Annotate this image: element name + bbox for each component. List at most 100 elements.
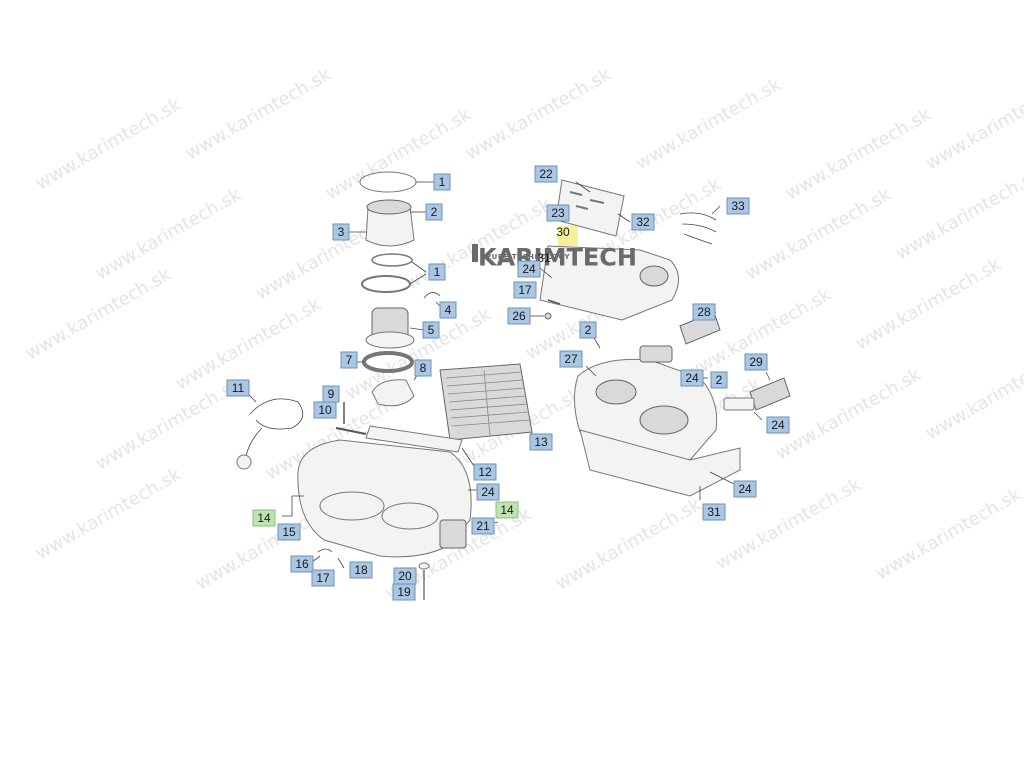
callout-number: 23 — [551, 206, 565, 220]
callout-number: 10 — [318, 403, 332, 417]
callout-number: 13 — [534, 435, 548, 449]
callout-number: 1 — [439, 175, 446, 189]
watermark-text: www.karimtech.sk — [552, 494, 705, 595]
callout-number: 9 — [328, 387, 335, 401]
callout-number: 12 — [478, 465, 492, 479]
flat-filter-pleats — [445, 369, 531, 437]
left-assembly — [236, 171, 533, 600]
callout-number: 26 — [512, 309, 526, 323]
callout-number: 19 — [397, 585, 411, 599]
screw-head — [544, 312, 552, 320]
callout-number: 24 — [771, 418, 785, 432]
watermark-text: www.karimtech.sk — [772, 364, 925, 465]
watermark-text: www.karimtech.sk — [922, 74, 1024, 175]
callout-number: 22 — [539, 167, 553, 181]
watermark-text: www.karimtech.sk — [742, 184, 895, 285]
callout-box — [332, 223, 350, 241]
callout-box — [277, 523, 301, 541]
power-cable — [245, 398, 304, 457]
callout-number: 17 — [316, 571, 330, 585]
motor-base — [365, 331, 415, 349]
callout-c33: 33 — [726, 197, 750, 215]
callout-c13: 13 — [529, 433, 553, 451]
wiring-harness — [679, 212, 717, 245]
callout-c24e: 24 — [733, 480, 757, 498]
spring-clip — [317, 548, 333, 553]
callout-c23: 23 — [546, 204, 570, 222]
motor-cable — [423, 292, 441, 299]
housing-cavity — [381, 502, 439, 530]
callout-c31a: 31 — [537, 251, 551, 265]
callout-c12: 12 — [473, 463, 497, 481]
callout-c24b: 24 — [517, 260, 541, 278]
callout-box — [513, 281, 537, 299]
side-panel — [439, 519, 467, 549]
upper-frame-opening — [639, 265, 669, 287]
washer — [418, 562, 430, 570]
callout-number: 32 — [636, 215, 650, 229]
callout-c30: 30 — [556, 225, 570, 239]
board-components — [569, 191, 605, 210]
callout-box — [313, 401, 337, 419]
callout-box — [495, 501, 519, 519]
watermark-text: www.karimtech.sk — [922, 344, 1024, 445]
callout-c29: 29 — [744, 353, 768, 371]
callout-number: 15 — [282, 525, 296, 539]
watermark-text: www.karimtech.sk — [462, 64, 615, 165]
callout-box — [517, 260, 541, 278]
callout-number: 5 — [428, 323, 435, 337]
callout-c5: 5 — [422, 321, 440, 339]
callout-c4: 4 — [439, 301, 457, 319]
callout-box — [744, 353, 768, 371]
callout-number: 18 — [354, 563, 368, 577]
callout-c31b: 31 — [702, 503, 726, 521]
watermark-text: www.karimtech.sk — [172, 294, 325, 395]
callout-number: 2 — [431, 205, 438, 219]
callout-number: 2 — [585, 323, 592, 337]
callout-box — [425, 203, 443, 221]
callout-number: 28 — [697, 305, 711, 319]
brand-logo: KARIMTECH PURE TECHNOLOGY — [472, 226, 637, 272]
callout-number: 3 — [338, 225, 345, 239]
callout-number: 24 — [481, 485, 495, 499]
callout-box — [422, 321, 440, 339]
housing-cavity — [319, 491, 385, 521]
callout-c8: 8 — [414, 359, 432, 377]
callout-number: 30 — [556, 225, 570, 239]
callout-number: 24 — [738, 482, 752, 496]
callout-c32: 32 — [631, 213, 655, 231]
watermark-text: www.karimtech.sk — [852, 254, 1005, 355]
callout-box — [579, 321, 597, 339]
callout-box — [476, 483, 500, 501]
upper-frame — [539, 245, 679, 321]
callout-c3: 3 — [332, 223, 350, 241]
callout-box — [392, 583, 416, 601]
base-plate — [579, 429, 741, 497]
callout-number: 27 — [564, 352, 578, 366]
screw — [547, 299, 561, 305]
callout-c28: 28 — [692, 303, 716, 321]
callout-number: 7 — [346, 353, 353, 367]
callout-box — [428, 263, 446, 281]
callout-number: 29 — [749, 355, 763, 369]
callout-c17b: 17 — [513, 281, 537, 299]
callout-box — [559, 350, 583, 368]
watermark-text: www.karimtech.sk — [632, 74, 785, 175]
callout-box — [702, 503, 726, 521]
callout-number: 20 — [398, 569, 412, 583]
callout-c24d: 24 — [766, 416, 790, 434]
callout-number: 24 — [522, 262, 536, 276]
watermark-text: www.karimtech.sk — [892, 164, 1024, 265]
callout-box — [534, 165, 558, 183]
callout-c17a: 17 — [311, 569, 335, 587]
callout-box — [433, 173, 451, 191]
callout-number: 14 — [257, 511, 271, 525]
callout-c14a: 14 — [252, 509, 276, 527]
callout-box — [290, 555, 314, 573]
callout-number: 14 — [500, 503, 514, 517]
seal-ring — [361, 275, 411, 293]
callout-number: 24 — [685, 371, 699, 385]
callout-box — [680, 369, 704, 387]
